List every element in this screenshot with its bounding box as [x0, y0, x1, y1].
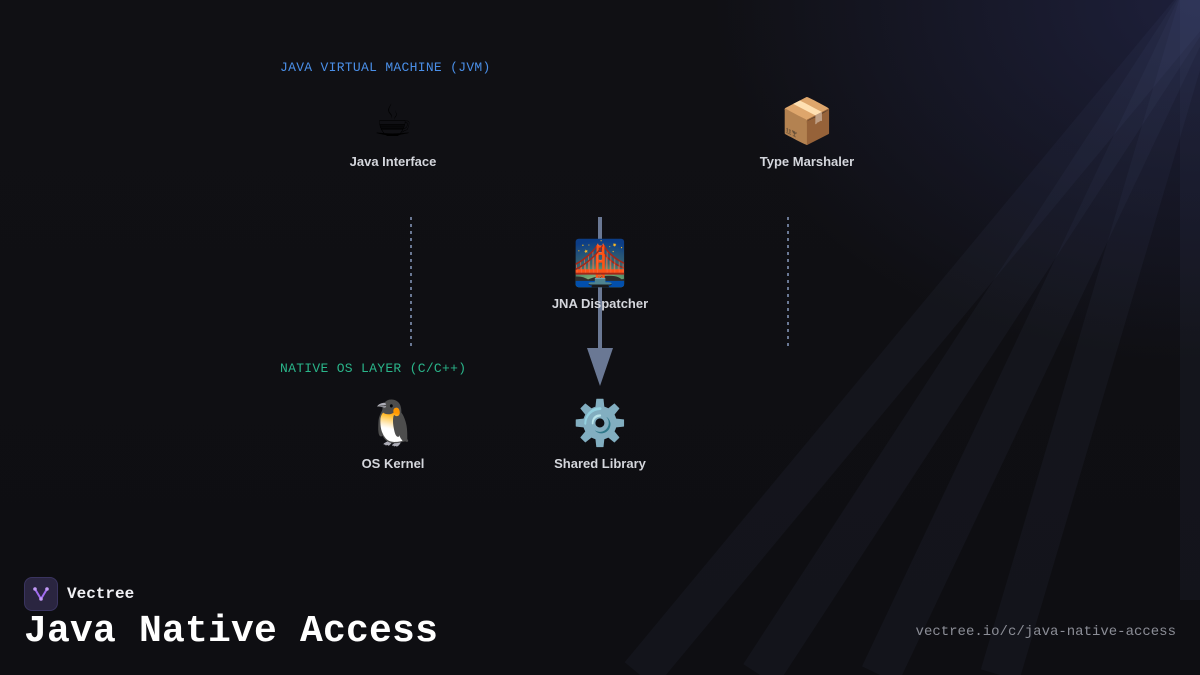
- node-os-kernel: 🐧 OS Kernel: [313, 398, 473, 471]
- penguin-icon: 🐧: [365, 398, 421, 449]
- node-jna-dispatcher: 🌉 JNA Dispatcher: [520, 238, 680, 311]
- type-marshaler-label: Type Marshaler: [759, 154, 855, 169]
- shared-library-label: Shared Library: [554, 456, 646, 471]
- native-layer-label: NATIVE OS LAYER (C/C++): [280, 361, 467, 376]
- page-url[interactable]: vectree.io/c/java-native-access: [915, 624, 1176, 640]
- node-type-marshaler: 📦 Type Marshaler: [727, 96, 887, 169]
- bridge-icon: 🌉: [572, 238, 628, 289]
- gear-icon: ⚙️: [572, 398, 628, 449]
- node-shared-library: ⚙️ Shared Library: [520, 398, 680, 471]
- coffee-icon: ☕: [373, 96, 413, 147]
- package-icon: 📦: [779, 96, 835, 147]
- os-kernel-label: OS Kernel: [361, 456, 425, 471]
- node-java-interface: ☕ Java Interface: [313, 96, 473, 169]
- vectree-logo-icon: [24, 577, 58, 611]
- flow-arrow-head: [587, 348, 613, 386]
- java-interface-label: Java Interface: [349, 154, 437, 169]
- brand-name: Vectree: [67, 585, 135, 603]
- page-title: Java Native Access: [24, 610, 439, 653]
- jna-dispatcher-label: JNA Dispatcher: [551, 296, 649, 311]
- brand[interactable]: Vectree: [24, 577, 134, 611]
- jvm-layer-label: JAVA VIRTUAL MACHINE (JVM): [280, 60, 491, 75]
